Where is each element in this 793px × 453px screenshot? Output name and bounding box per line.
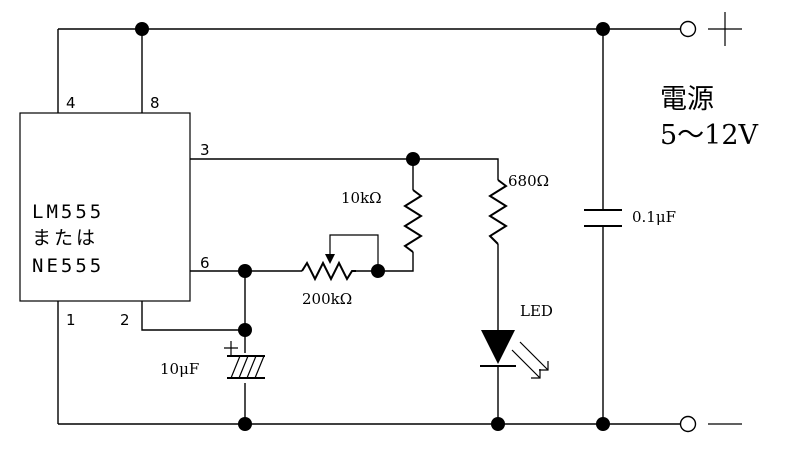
- cap-10u-plus: [224, 341, 238, 355]
- pin-2-label: 2: [120, 311, 130, 329]
- terminal-plus: [679, 20, 697, 38]
- power-voltage-range: 5〜12V: [660, 120, 759, 151]
- ic-label-line1: LM555: [32, 201, 104, 223]
- ic-555-body: [19, 112, 191, 302]
- cap-01u-label: 0.1μF: [632, 208, 676, 226]
- pin-8-label: 8: [150, 94, 160, 112]
- led-triangle: [481, 330, 515, 364]
- terminal-minus: [679, 415, 697, 433]
- pin-1-label: 1: [66, 311, 76, 329]
- pin3-wire: [190, 158, 499, 180]
- pin2-wire: [141, 301, 245, 331]
- led-light-arrows: [511, 341, 549, 379]
- pin-4-label: 4: [66, 94, 76, 112]
- vr-200k-wiper-arrow: [325, 254, 335, 264]
- r10k-bottom-wire: [378, 252, 414, 272]
- led-label: LED: [520, 302, 553, 320]
- wires: [57, 28, 680, 425]
- junction-dots: [135, 22, 610, 431]
- resistor-680-zigzag: [488, 179, 508, 245]
- cap-10u-plates: [227, 355, 265, 379]
- power-title: 電源: [660, 84, 714, 115]
- cap-01u-plates: [584, 209, 622, 227]
- resistor-680-label: 680Ω: [508, 172, 549, 190]
- vr-200k-wiper: [329, 234, 379, 271]
- plus-sign-icon: [708, 12, 742, 46]
- pin-3-label: 3: [200, 141, 210, 159]
- cap-10u-hatch: [230, 355, 265, 379]
- resistor-10k-label: 10kΩ: [341, 189, 382, 207]
- vr-200k-zigzag: [301, 260, 356, 282]
- vr-200k-label: 200kΩ: [302, 290, 352, 308]
- ic-label-line2: または: [32, 227, 98, 249]
- resistor-10k-zigzag: [403, 189, 423, 253]
- cap-10u-label: 10μF: [160, 360, 199, 378]
- pin-6-label: 6: [200, 254, 210, 272]
- ic-label-line3: NE555: [32, 255, 104, 277]
